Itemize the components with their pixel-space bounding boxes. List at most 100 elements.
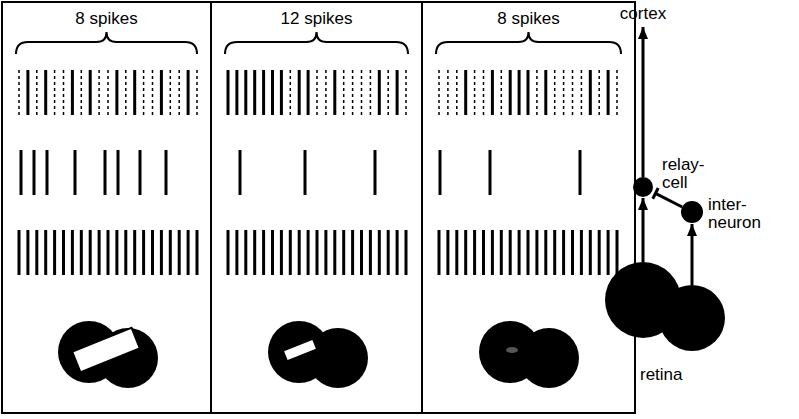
retina-spike (133, 230, 136, 275)
retina-spike (562, 230, 565, 275)
brace (16, 32, 197, 54)
retina-spike (378, 230, 381, 275)
retina-spike (396, 230, 399, 275)
node-label: 8 spikes (3, 9, 210, 29)
retina-spike (80, 230, 83, 275)
connector-line (691, 224, 694, 285)
brace (225, 32, 408, 54)
condition-panel: 8 spikes (1, 1, 212, 414)
retina-spike (482, 230, 485, 275)
retina-spike (464, 230, 467, 275)
rf-neighbour (308, 328, 368, 388)
suppressed-spike (598, 70, 600, 115)
retina-spike (616, 230, 619, 275)
retina-spike (271, 230, 274, 275)
cell-body (633, 177, 653, 197)
cell-shape (633, 177, 653, 197)
node-label: 8 spikes (423, 9, 634, 29)
suppressed-spike (178, 70, 180, 115)
node-label: 12 spikes (212, 9, 421, 29)
retina-spike (333, 230, 336, 275)
retina-spike (298, 230, 301, 275)
relay-spike (227, 70, 230, 115)
relay-spike (160, 70, 163, 115)
relay-spike (333, 70, 336, 115)
interneuron-spike (374, 150, 377, 195)
suppressed-spike (290, 70, 292, 115)
suppressed-spike (572, 70, 574, 115)
relay-spike (509, 70, 512, 115)
relay-spike (187, 70, 190, 115)
interneuron-spike (104, 150, 107, 195)
retina-spike (446, 230, 449, 275)
relay-spike (307, 70, 310, 115)
retina-spike (491, 230, 494, 275)
retina-spike (571, 230, 574, 275)
suppressed-spike (143, 70, 145, 115)
suppressed-spike (107, 70, 109, 115)
suppressed-spike (81, 70, 83, 115)
relay-spike (244, 70, 247, 115)
target-label: cortex (620, 4, 666, 24)
relay-spike (115, 70, 118, 115)
retina-spike (142, 230, 145, 275)
suppressed-spike (501, 70, 503, 115)
retina-spike (405, 230, 408, 275)
retina-spike (107, 230, 110, 275)
suppressed-spike (483, 70, 485, 115)
retina-spike (244, 230, 247, 275)
retina-spike (262, 230, 265, 275)
interneuron-spike (46, 150, 49, 195)
receptive-field (268, 321, 368, 388)
retina-spike (387, 230, 390, 275)
retina-spike (44, 230, 47, 275)
suppressed-spike (387, 70, 389, 115)
retina-spike (98, 230, 101, 275)
node-label: retina (640, 365, 683, 385)
retina-spike (544, 230, 547, 275)
node-label: cortex (620, 4, 666, 24)
receptive-field (479, 321, 579, 388)
retina-spike (360, 230, 363, 275)
relay-cell: relay- cell (633, 177, 653, 197)
relay-spike (253, 70, 256, 115)
suppressed-spike (170, 70, 172, 115)
retina-spike (455, 230, 458, 275)
retina-spike (369, 230, 372, 275)
retina-spike (35, 230, 38, 275)
retina-spike (509, 230, 512, 275)
suppressed-spike (405, 70, 407, 115)
retina-spike (253, 230, 256, 275)
interneuron-spike (165, 150, 168, 195)
retina-spike (151, 230, 154, 275)
suppressed-spike (456, 70, 458, 115)
suppressed-spike (125, 70, 127, 115)
suppressed-spike (316, 70, 318, 115)
relay-spike (607, 70, 610, 115)
retina-spike (580, 230, 583, 275)
relay-spike (26, 70, 29, 115)
condition-panel: 8 spikes (421, 1, 636, 414)
relay-spike (235, 70, 238, 115)
retina-spike (324, 230, 327, 275)
light-bar (72, 328, 140, 372)
interneuron-spike (117, 150, 120, 195)
interneuron-spike (139, 150, 142, 195)
retina-spike (160, 230, 163, 275)
node-label: relay- cell (662, 156, 705, 192)
retina-spike (473, 230, 476, 275)
suppressed-spike (325, 70, 327, 115)
suppressed-spike (63, 70, 65, 115)
light-spot (506, 347, 518, 353)
suppressed-spike (152, 70, 154, 115)
retina-spike (307, 230, 310, 275)
relay-spike (271, 70, 274, 115)
interneuron-spike (579, 150, 582, 195)
relay-spike (71, 70, 74, 115)
retina-spike (18, 230, 21, 275)
retina-spike (62, 230, 65, 275)
retina-spike (598, 230, 601, 275)
